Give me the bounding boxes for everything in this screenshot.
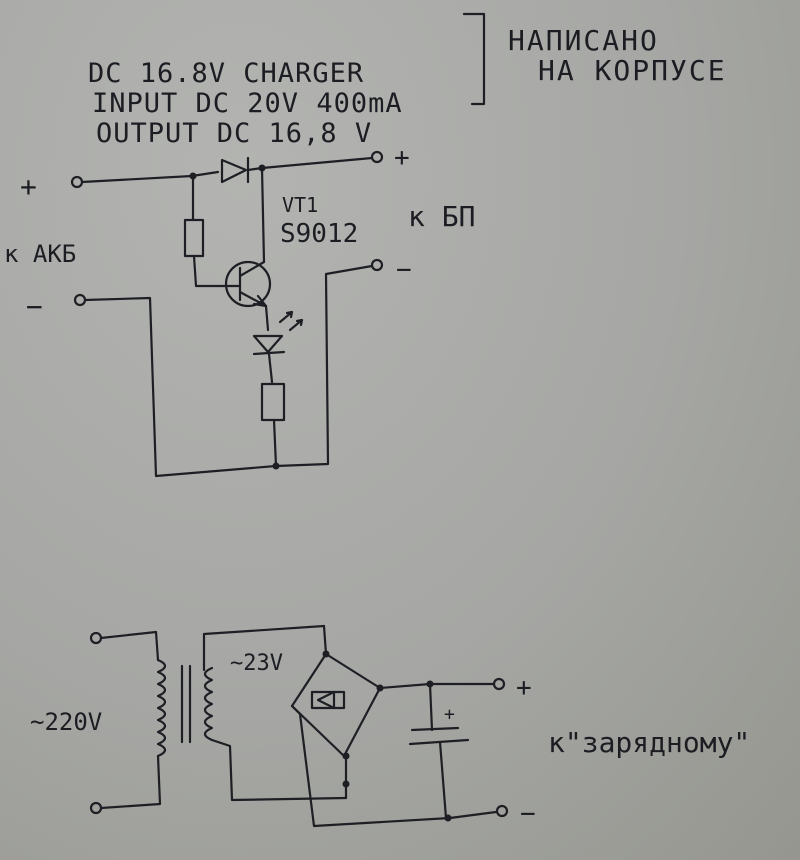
power-supply-circuit: ~220V ~23V +: [30, 624, 750, 829]
out-minus-sign: −: [520, 799, 536, 829]
secondary-winding: [203, 666, 214, 742]
mains-terminal-bottom: [89, 801, 103, 815]
battery-minus-sign: −: [26, 290, 43, 323]
note-line-2: НА КОРПУСЕ: [538, 54, 727, 87]
battery-plus-sign: +: [20, 170, 37, 203]
cap-polarity-sign: +: [444, 704, 455, 725]
note-line-1: НАПИСАНО: [508, 24, 659, 57]
transformer-core: [180, 664, 192, 744]
led: [252, 310, 304, 356]
battery-plus-terminal: [70, 175, 84, 189]
out-plus-sign: +: [516, 673, 532, 703]
filter-capacitor: +: [408, 682, 470, 820]
battery-minus-terminal: [73, 293, 87, 307]
base-resistor: [183, 218, 205, 258]
led-resistor: [260, 382, 286, 422]
psu-minus-terminal: [370, 258, 384, 272]
charger-circuit: + к АКБ − + VT1 S9012: [4, 143, 475, 478]
diode: [220, 156, 250, 184]
secondary-label: ~23V: [230, 651, 283, 676]
destination-label: к"зарядному": [548, 726, 750, 759]
header-line-1: DC 16.8V CHARGER: [88, 58, 364, 89]
mains-terminal-top: [89, 631, 103, 645]
battery-label: к АКБ: [4, 240, 76, 268]
header-line-3: OUTPUT DC 16,8 V: [96, 118, 372, 149]
psu-plus-terminal: [370, 150, 384, 164]
transistor-vt1: [224, 260, 272, 308]
out-plus-terminal: [492, 677, 506, 691]
psu-label: к БП: [408, 200, 475, 233]
transistor-ref: VT1: [282, 193, 318, 217]
psu-plus-sign: +: [394, 143, 410, 173]
out-minus-terminal: [495, 804, 509, 818]
bracket: [462, 12, 486, 106]
header-line-2: INPUT DC 20V 400mA: [92, 88, 403, 119]
mains-label: ~220V: [30, 708, 102, 736]
transistor-part: S9012: [280, 219, 358, 249]
header-text: DC 16.8V CHARGER INPUT DC 20V 400mA OUTP…: [88, 58, 403, 149]
psu-minus-sign: −: [396, 255, 412, 285]
diode-bridge: [290, 624, 384, 760]
primary-winding: [156, 658, 167, 758]
